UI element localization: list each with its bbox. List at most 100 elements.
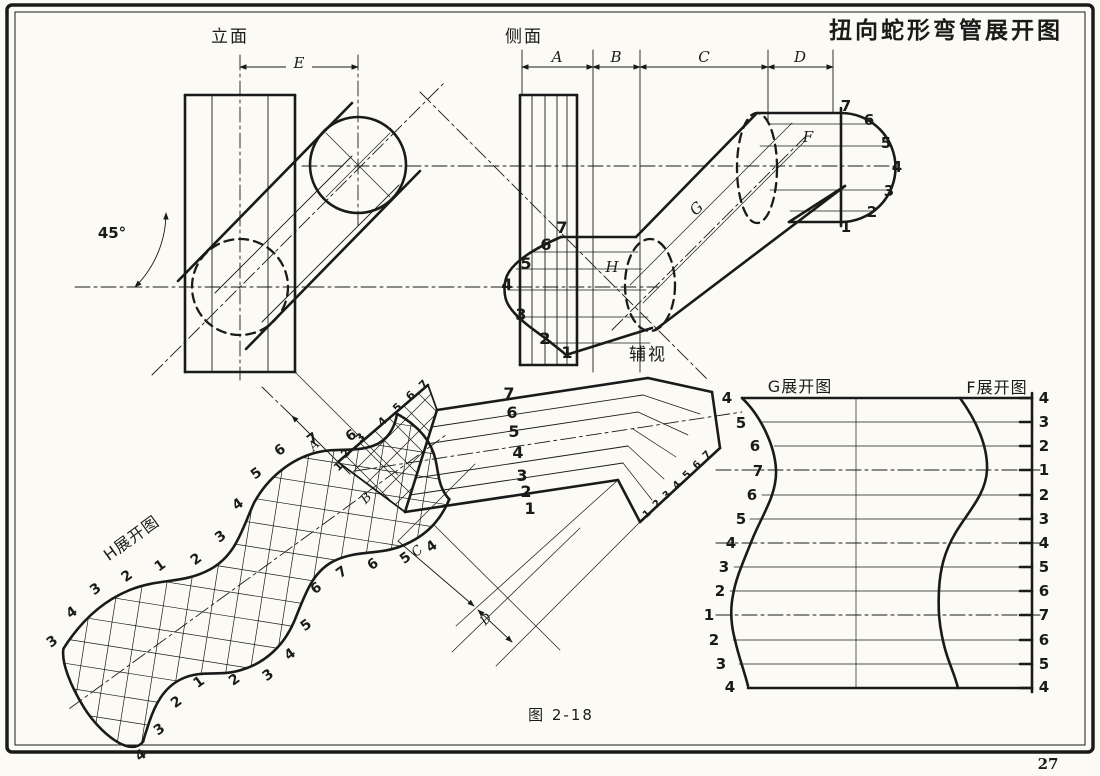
point-label: 4 [725,678,735,696]
dim-d-label: D [793,48,806,66]
point-label: 7 [503,384,514,403]
point-label: 1 [561,343,572,362]
g-development-label: G展开图 [768,377,832,396]
point-label: 1 [524,499,535,518]
point-label: 6 [750,437,760,455]
point-label: 7 [1039,606,1049,624]
point-label: 5 [881,134,891,152]
point-label: 3 [515,305,526,324]
point-label: 4 [726,534,736,552]
point-label: 3 [212,528,229,547]
point-label: 6 [1039,631,1049,649]
point-label: 5 [520,254,531,273]
point-label: 2 [715,582,725,600]
point-label: 3 [44,633,61,652]
point-label: 2 [168,693,185,712]
point-label: 7 [416,377,431,392]
point-label: 2 [1039,486,1049,504]
point-label: 6 [540,235,551,254]
point-label: 4 [722,389,732,407]
point-label: 4 [63,603,80,622]
point-label: 2 [539,329,550,348]
point-label: 4 [132,746,149,765]
point-label: 7 [556,218,567,237]
point-label: 7 [333,563,350,582]
auxiliary-view-label: 辅视 [629,345,667,365]
point-label: 4 [229,495,246,514]
point-label: 6 [272,441,289,460]
point-label: 3 [260,666,277,685]
point-label: 3 [516,466,527,485]
point-label: 4 [501,275,512,294]
point-label: 6 [506,403,517,422]
page-title: 扭向蛇形弯管展开图 [829,17,1063,44]
point-label: 4 [1039,389,1049,407]
part-f-label: F [802,128,814,146]
point-label: 4 [892,158,902,176]
point-label: 4 [1039,534,1049,552]
point-label: 6 [308,579,325,598]
dim-e-label: E [293,54,305,72]
point-label: 1 [331,459,346,474]
point-label: 1 [841,218,851,236]
point-label: 3 [716,655,726,673]
dim-a-label: A [550,48,563,66]
point-label: 5 [298,616,315,635]
point-label: 2 [520,482,531,501]
pipe-assembly: F G H 7 6 5 4 3 2 1 7 6 5 4 3 2 1 [501,97,902,362]
point-label: 4 [282,645,299,664]
point-label: 7 [753,462,763,480]
point-label: 2 [188,550,205,569]
point-label: 5 [1039,558,1049,576]
point-label: 2 [709,631,719,649]
gf-development: G展开图 F展开图 4 5 6 7 6 5 4 3 2 1 2 3 4 4 [704,377,1049,696]
elevation-view: 立面 [176,27,422,374]
point-label: 1 [152,557,169,576]
point-label: 3 [87,580,104,599]
point-label: 2 [1039,437,1049,455]
sheet-frame [5,3,1095,754]
dim-d-transfer-label: D [477,610,496,629]
point-label: 3 [1039,413,1049,431]
point-label: 5 [508,422,519,441]
point-label: 6 [691,459,704,472]
point-label: 1 [190,673,207,692]
part-g-label: G [686,198,707,219]
point-label: 1 [1039,461,1049,479]
point-label: 5 [736,414,746,432]
point-label: 5 [736,510,746,528]
h-development-label: H展开图 [100,512,163,565]
dim-c-label: C [698,48,710,66]
point-label: 5 [248,464,265,483]
figure-caption: 图 2-18 [528,706,594,724]
point-label: 5 [1039,655,1049,673]
point-label: 6 [747,486,757,504]
point-label: 2 [226,671,243,690]
point-label: 3 [719,558,729,576]
point-label: 7 [841,97,851,115]
point-label: 7 [701,449,714,462]
point-label: 4 [512,443,523,462]
point-label: 6 [1039,582,1049,600]
point-label: 3 [1039,510,1049,528]
point-label: 3 [884,182,894,200]
point-label: 4 [671,479,684,492]
side-view-label: 侧面 [505,27,543,47]
auxiliary-view: 辅视 7 6 5 4 3 2 1 1 2 3 4 5 6 7 [403,345,722,524]
point-label: 6 [364,555,381,574]
elevation-view-label: 立面 [211,27,249,47]
point-label: 5 [681,469,694,482]
page-number: 27 [1038,755,1059,773]
h-development: H展开图 3 4 3 2 1 2 3 4 5 6 7 6 4 3 2 1 2 3… [39,390,476,765]
point-label: 2 [867,203,877,221]
point-label: 2 [118,567,135,586]
f-development-label: F展开图 [966,378,1027,397]
point-label: 4 [1039,678,1049,696]
angle-45-label: 45° [98,224,126,242]
dim-b-label: B [609,48,621,66]
construction-lines [74,54,901,667]
part-h-label: H [604,258,619,276]
point-label: 6 [864,111,874,129]
point-label: 1 [704,606,714,624]
